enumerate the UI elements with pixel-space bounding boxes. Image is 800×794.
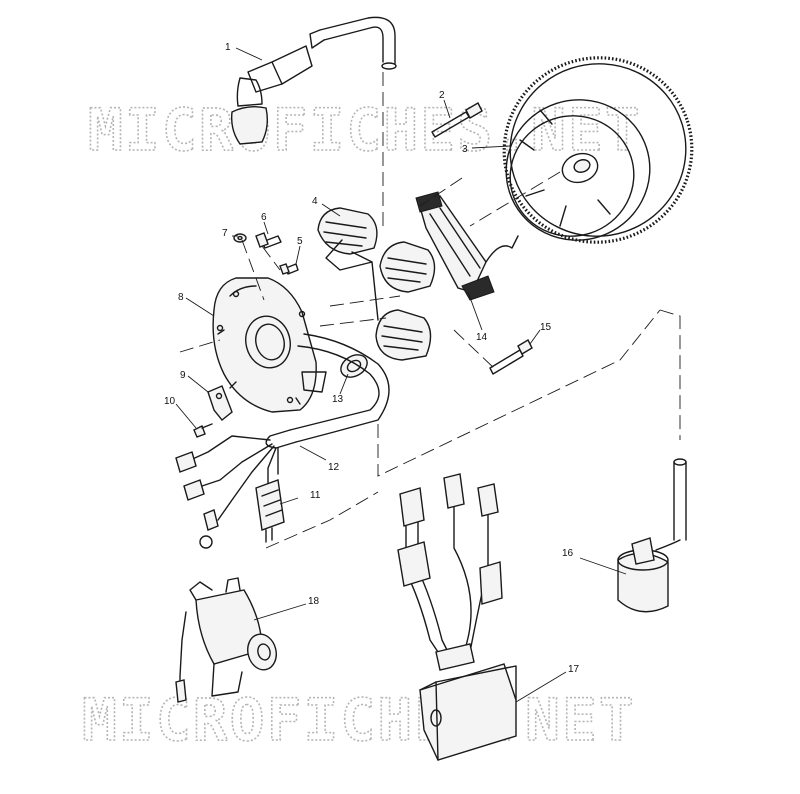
callout-17: 17 — [568, 664, 580, 675]
callout-2: 2 — [439, 90, 445, 101]
connector — [255, 479, 285, 543]
callout-9: 9 — [180, 370, 186, 381]
callout-11: 11 — [310, 490, 321, 501]
callout-12: 12 — [328, 462, 340, 473]
bolt-15 — [489, 339, 533, 375]
callout-6: 6 — [261, 212, 267, 223]
washer-7 — [233, 233, 247, 243]
callout-4: 4 — [312, 196, 318, 207]
clamp-screw — [193, 423, 213, 438]
callout-8: 8 — [178, 292, 184, 303]
callout-3: 3 — [462, 144, 468, 155]
screw-5 — [279, 263, 299, 275]
callout-15: 15 — [540, 322, 552, 333]
callout-13: 13 — [332, 394, 344, 405]
callout-5: 5 — [297, 236, 303, 247]
screw-6 — [255, 232, 282, 249]
callout-labels: 1 2 3 4 5 6 7 8 9 10 11 12 13 14 15 16 1… — [164, 42, 580, 675]
leader-lines — [175, 47, 627, 703]
watermark-bottom: MICROFICHES.NET — [82, 686, 636, 754]
spark-plug-cap — [230, 16, 397, 145]
wire-clamp — [207, 385, 233, 421]
watermark-top: MICROFICHES.NET — [88, 96, 642, 164]
wire-harness — [175, 333, 390, 549]
callout-7: 7 — [222, 228, 228, 239]
callout-10: 10 — [164, 396, 176, 407]
cdi-box — [397, 473, 517, 761]
callout-14: 14 — [476, 332, 488, 343]
stator-coil — [317, 207, 436, 361]
assembly-lines — [179, 72, 681, 549]
flywheel-bolt — [431, 102, 483, 138]
callout-18: 18 — [308, 596, 320, 607]
starter-solenoid — [175, 577, 277, 703]
callout-1: 1 — [225, 42, 231, 53]
grommet — [340, 354, 368, 378]
callout-16: 16 — [562, 548, 574, 559]
stator-plate — [212, 277, 327, 413]
pickup-coil — [415, 191, 519, 301]
ignition-coil — [617, 458, 687, 613]
